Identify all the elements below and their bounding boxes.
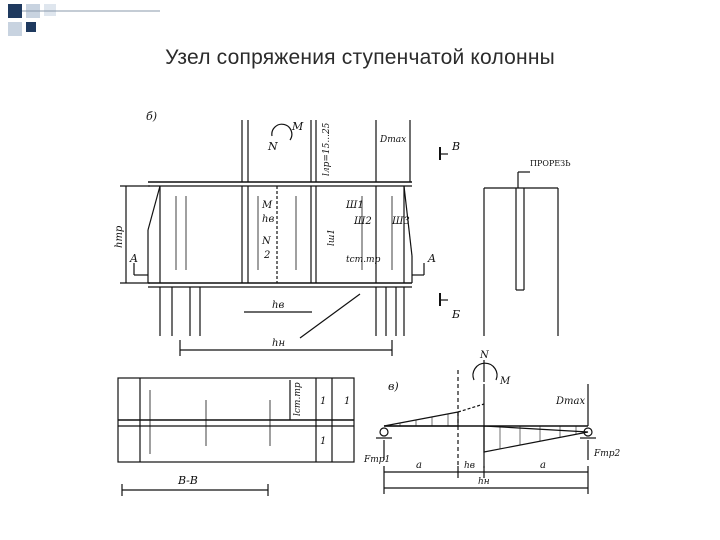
label-hn-dim: hн [272,338,285,349]
label-M-v: M [499,376,511,387]
label-two-mid: 2 [263,250,270,261]
label-l-sh1: lш1 [327,229,337,246]
label-sh3: Ш3 [391,216,410,227]
panel-b-label: б) [146,110,157,123]
panel-v-label: в) [388,380,399,393]
label-h-tr: hтр [114,225,125,248]
label-hv-mid: hв [262,214,274,225]
label-b-top: В [451,140,460,153]
slide-title: Узел сопряжения ступенчатой колонны [165,46,555,69]
label-l-lr: lлр=15...25 [322,122,332,176]
label-one-c: 1 [344,396,350,407]
label-sh1: Ш1 [345,200,364,211]
label-hv-v: hв [464,461,475,471]
label-prorez: ПРОРЕЗЬ [530,159,571,168]
label-dmax-top: Dmax [379,135,406,145]
label-hn-v: hн [478,477,490,487]
corner-decoration [8,4,160,36]
label-M-top: M [291,120,304,133]
label-a-left-v: a [416,460,422,471]
label-sh2: Ш2 [353,216,372,227]
label-one-b: 1 [320,436,326,447]
label-M-mid: M [261,200,273,211]
side-view [483,171,559,336]
label-b-bottom: Б [451,308,460,321]
section-b-b-label: В-В [177,474,198,487]
label-N-mid: N [261,236,272,247]
label-f-tr1: Fтр1 [363,455,390,465]
label-N-top: N [267,140,278,153]
label-one-a: 1 [320,396,326,407]
label-N-v: N [479,350,490,361]
label-a-left: A [129,252,138,265]
diagram-hatching [399,414,577,449]
section-b-b [117,377,355,496]
label-a-right: A [427,252,436,265]
label-dmax-v: Dmax [555,396,585,407]
label-a-right-v: a [540,460,546,471]
label-hv-dim: hв [272,300,284,311]
label-f-tr2: Fтр2 [593,449,621,459]
label-t-st: tст.тр [346,255,381,265]
weld-marks [175,196,393,270]
label-l-st-tr: lст.тр [293,382,303,416]
elevation-view [120,120,448,356]
load-diagram [376,360,596,494]
